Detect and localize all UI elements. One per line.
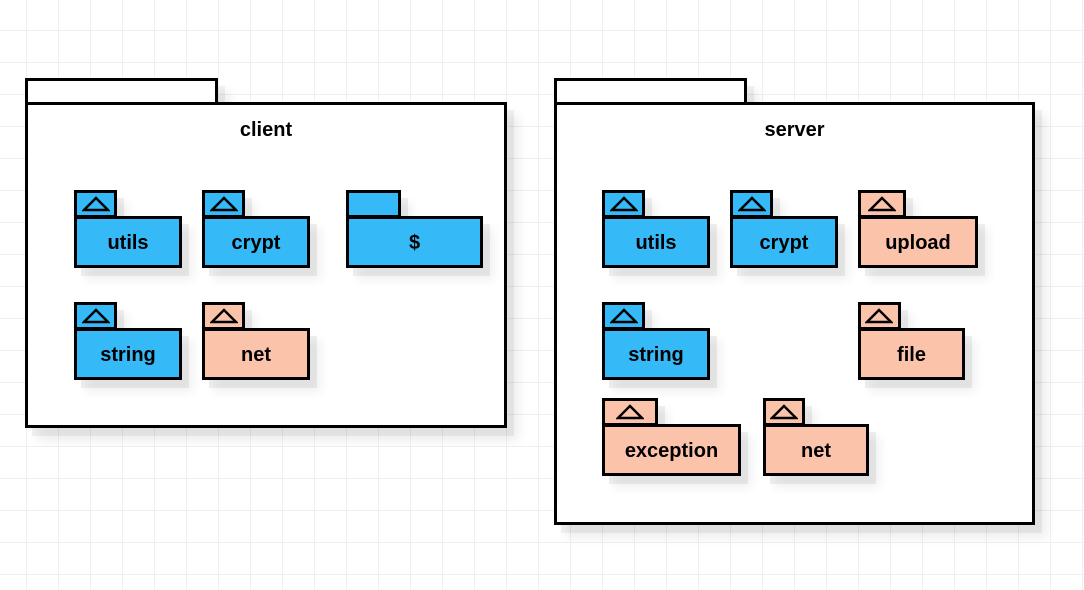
package-label: upload — [885, 232, 951, 254]
package-tab — [763, 398, 806, 426]
package-server-net[interactable]: net — [763, 398, 869, 476]
up-triangle-icon — [737, 196, 766, 212]
package-server-upload[interactable]: upload — [858, 190, 978, 268]
package-label: file — [897, 344, 926, 366]
package-tab — [346, 190, 401, 218]
package-server-crypt[interactable]: crypt — [730, 190, 838, 268]
package-tab — [858, 302, 901, 330]
package-label: string — [100, 344, 156, 366]
package-body: string — [74, 328, 182, 380]
up-triangle-icon — [770, 404, 799, 420]
package-body: net — [202, 328, 310, 380]
package-label: exception — [624, 440, 719, 462]
package-tab — [74, 190, 118, 218]
package-client-utils[interactable]: utils — [74, 190, 182, 268]
package-tab — [858, 190, 906, 218]
package-body: utils — [602, 216, 710, 268]
up-triangle-icon — [81, 196, 110, 212]
package-frame-client-tab[interactable] — [25, 78, 218, 105]
package-title-client: client — [239, 119, 293, 141]
up-triangle-icon — [865, 308, 894, 324]
up-triangle-icon — [209, 308, 238, 324]
package-body: upload — [858, 216, 978, 268]
package-tab — [602, 302, 646, 330]
package-client-net[interactable]: net — [202, 302, 310, 380]
package-label: $ — [408, 232, 421, 254]
package-server-exception[interactable]: exception — [602, 398, 741, 476]
package-label: crypt — [759, 232, 809, 254]
package-tab — [730, 190, 774, 218]
package-body: crypt — [730, 216, 838, 268]
package-label: net — [241, 344, 271, 366]
up-triangle-icon — [209, 196, 238, 212]
up-triangle-icon — [868, 196, 896, 212]
package-body: string — [602, 328, 710, 380]
package-tab — [202, 190, 246, 218]
package-server-string[interactable]: string — [602, 302, 710, 380]
package-label: utils — [107, 232, 149, 254]
up-triangle-icon — [615, 404, 644, 420]
package-body: exception — [602, 424, 741, 476]
up-triangle-icon — [81, 308, 110, 324]
package-tab — [602, 190, 646, 218]
up-triangle-icon — [609, 196, 638, 212]
package-tab — [74, 302, 118, 330]
package-frame-server-tab[interactable] — [554, 78, 747, 105]
package-body: utils — [74, 216, 182, 268]
package-body: file — [858, 328, 965, 380]
package-tab — [202, 302, 246, 330]
package-title-server: server — [764, 119, 825, 141]
package-body: crypt — [202, 216, 310, 268]
package-body: $ — [346, 216, 483, 268]
package-client-string[interactable]: string — [74, 302, 182, 380]
package-label: string — [628, 344, 684, 366]
package-label: utils — [635, 232, 677, 254]
package-body: net — [763, 424, 869, 476]
package-client-dollar[interactable]: $ — [346, 190, 483, 268]
package-label: net — [801, 440, 831, 462]
package-tab — [602, 398, 658, 426]
package-server-utils[interactable]: utils — [602, 190, 710, 268]
up-triangle-icon — [609, 308, 638, 324]
package-label: crypt — [231, 232, 281, 254]
package-server-file[interactable]: file — [858, 302, 965, 380]
package-client-crypt[interactable]: crypt — [202, 190, 310, 268]
